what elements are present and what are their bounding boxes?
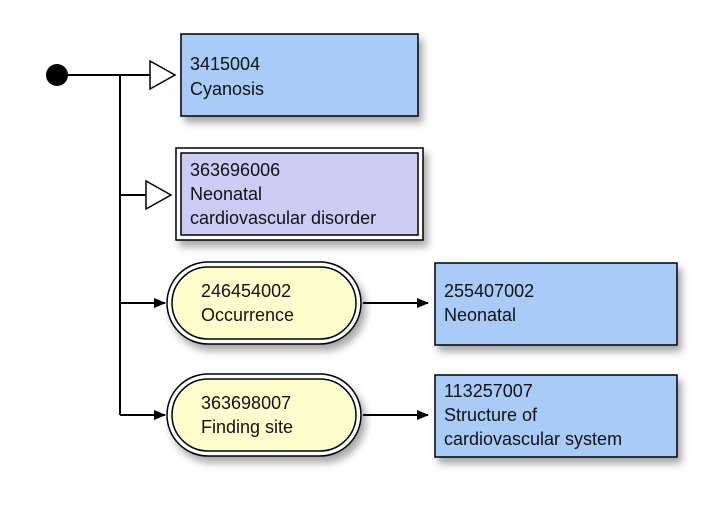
concept-structure-of-cardiovascular-system[interactable]: 113257007 Structure of cardiovascular sy… [434,374,678,458]
root-dot [46,64,68,86]
concept-code: 3415004 [190,54,260,74]
concept-term-line-1: Structure of [444,405,538,425]
concept-term-line-1: Neonatal [190,184,262,204]
concept-term-line-2: cardiovascular disorder [190,208,376,228]
attribute-occurrence[interactable]: 246454002 Occurrence [166,261,362,345]
concept-neonatal[interactable]: 255407002 Neonatal [434,262,678,346]
concept-term: Neonatal [444,305,516,325]
isa-triangle-2 [145,179,173,211]
concept-code: 363696006 [190,160,280,180]
concept-term-line-2: cardiovascular system [444,429,622,449]
concept-code: 255407002 [444,281,534,301]
isa-triangle-1 [149,59,177,91]
attribute-finding-site[interactable]: 363698007 Finding site [166,373,362,457]
concept-term: Cyanosis [190,79,264,99]
attribute-code: 363698007 [201,393,291,413]
attribute-name: Finding site [201,417,293,437]
concept-neonatal-cardiovascular-disorder[interactable]: 363696006 Neonatal cardiovascular disord… [175,147,424,241]
attribute-code: 246454002 [201,281,291,301]
concept-cyanosis[interactable]: 3415004 Cyanosis [180,33,419,117]
connector-lines [66,74,429,420]
concept-code: 113257007 [444,381,533,401]
attribute-name: Occurrence [201,305,294,325]
